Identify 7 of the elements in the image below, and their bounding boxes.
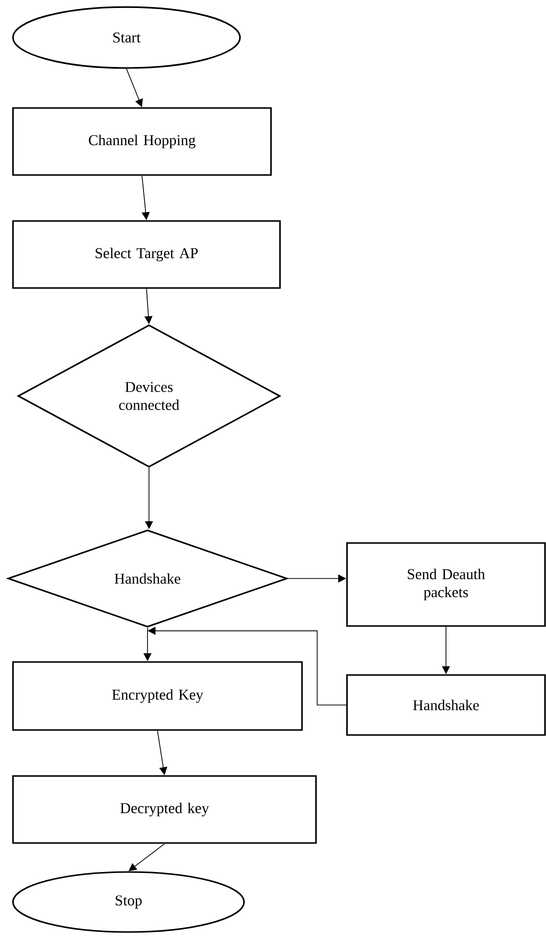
process-box: Channel Hopping — [12, 107, 272, 176]
process-box: Select Target AP — [12, 220, 281, 289]
arrow — [128, 843, 165, 872]
process-box: Send Deauth packets — [346, 542, 546, 627]
process-box: Encrypted Key — [12, 661, 303, 731]
process-box: Decrypted key — [12, 775, 317, 844]
process-box: Handshake — [346, 674, 546, 736]
